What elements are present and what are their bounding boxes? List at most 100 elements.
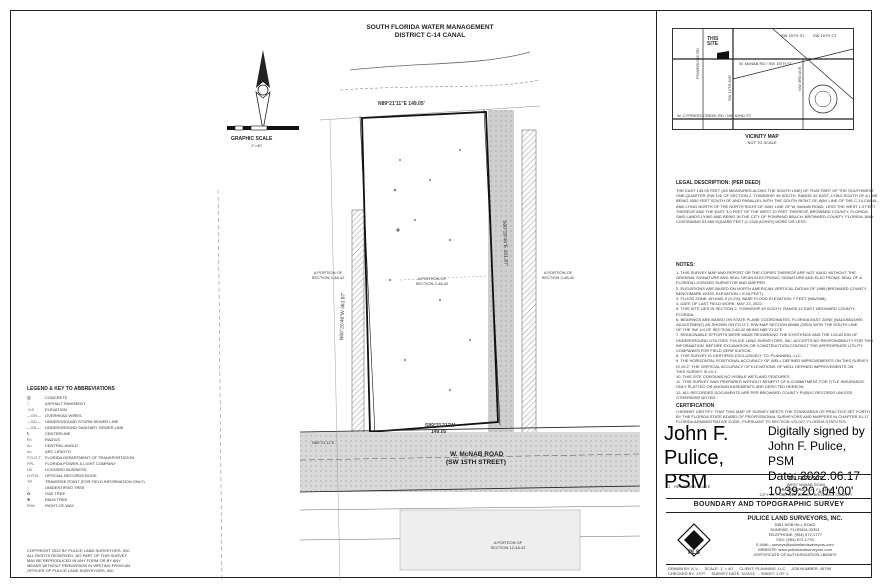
legend-item: ✱PALM TREE <box>27 496 197 502</box>
note-line: THIS SURVEY IS ±0.1'. <box>676 368 719 374</box>
legend-symbol: ℄ <box>27 430 30 436</box>
legend-symbol: ▨ <box>27 394 31 400</box>
survey-linework <box>217 51 641 581</box>
certification-line: I HEREBY CERTIFY: THAT THIS MAP OF SURVE… <box>676 409 870 414</box>
legend-symbol: —SD— <box>27 418 41 424</box>
legend-symbol: R/W <box>27 502 35 508</box>
checked-by: CHECKED BY: J.F.P. <box>668 571 706 576</box>
legal-line: CONTAINING 53,669 SQUARE FEET (1.2320 AC… <box>676 219 807 225</box>
legend-symbol: —SS— <box>27 424 41 430</box>
note-line: FLORIDA. <box>676 311 695 317</box>
legend-symbol: TP <box>27 478 33 484</box>
road-alt-name: (SW 15TH STREET) <box>446 459 506 466</box>
note-line: INFORMATION. BEFORE EXCAVATION OR CONSTR… <box>676 342 863 348</box>
legend-item: R=RADIUS <box>27 436 197 442</box>
firm-email: E-MAIL: surveys@pulicelandsurveyors.com <box>756 542 834 547</box>
legend-item: ✿ OAK TREE <box>27 490 197 496</box>
parcel-label-right: A PORTION OF SECTION 2-48-42 <box>541 270 575 280</box>
note-line: FLORIDA LICENSED SURVEYOR AND MAPPER. <box>676 280 767 286</box>
legend: LEGEND & KEY TO ABBREVIATIONS ▨CONCRETE░… <box>27 386 197 508</box>
project-line: CITY OF POMPANO BEACH, BROWARD COUNTY <box>759 492 853 497</box>
firm-address-1: 5381 NOB HILL ROAD <box>774 522 816 527</box>
note-line: 2. ELEVATIONS ARE BASED ON NORTH AMERICA… <box>676 285 867 291</box>
legend-label: UNIDENTIFIED TREE <box>45 484 85 490</box>
survey-date: SURVEY DATE: 5/23/22 <box>711 571 755 576</box>
copyright-line: ALL RIGHTS RESERVED. NO PART OF THIS SUR… <box>27 553 128 558</box>
note-line: 9. THE HORIZONTAL POSITIONAL ACCURACY OF… <box>676 358 869 364</box>
note-line: COMPANIES FOR FIELD VERIFICATION. <box>676 348 752 354</box>
note-line: BENCHMARK #2393, ELEVATION = 8.16 FEET). <box>676 290 764 296</box>
road-bearing-left: N89°21'11"E <box>312 440 335 445</box>
revision-date: DATE <box>700 484 711 489</box>
legend-label: CENTRAL ANGLE <box>45 442 78 448</box>
firm-certificate: CERTIFICATE OF AUTHORIZATION LB#3870 <box>753 552 837 557</box>
digital-signature-block: Digitally signed by John F. Pulice, PSM … <box>768 424 872 499</box>
project-line: POMPANO BEACH, FL 33069 <box>778 487 834 492</box>
legend-symbol: R= <box>27 436 33 442</box>
note-line: 12. ALL RECORDED DOCUMENTS ARE PER BROWA… <box>676 389 853 395</box>
vicinity-map: THIS SITE W. McNAB RD / SW 15TH ST SW 15… <box>672 28 854 130</box>
legend-label: ELEVATION <box>45 406 67 412</box>
note-line: 7. REASONABLE EFFORTS WERE MADE REGARDIN… <box>676 332 858 338</box>
legend-label: LICENSED BUSINESS <box>45 466 87 472</box>
copyright-line: COPYRIGHT 2022 BY PULICE LAND SURVEYORS,… <box>27 548 131 553</box>
legal-text: THE EAST 149.05 FEET (AS MEASURED ALONG … <box>676 188 879 225</box>
certification-title: CERTIFICATION <box>676 403 715 409</box>
digital-signed-by: Digitally signed by <box>768 424 865 438</box>
parcel-label-left: A PORTION OF SECTION 2-48-42 <box>311 270 345 280</box>
note-line: OF THE SW 1/4 OF SECTION 2-49-42 BEING N… <box>676 327 784 333</box>
vicinity-caption: VICINITY MAP NOT TO SCALE <box>672 134 852 145</box>
legend-label: FLORIDA DEPARTMENT OF TRANSPORTATION <box>45 454 135 460</box>
legend-symbol: ✿ <box>27 490 31 496</box>
firm-address-2: SUNRISE, FLORIDA 33351 <box>770 527 820 532</box>
vicinity-street: SW 15TH ST <box>781 33 805 38</box>
vicinity-sub: NOT TO SCALE <box>747 140 777 145</box>
legend-label: OAK TREE <box>45 490 66 496</box>
note-line: 6. BEARINGS ARE BASED ON STATE PLANE COO… <box>676 316 863 322</box>
legal-line: SAID LANDS LYING AND BEING IN THE CITY O… <box>676 214 874 220</box>
client: CLIENT: PLANNING, LLC <box>739 566 786 571</box>
firm-logo-text: PLS <box>688 550 700 556</box>
legend-label: UNDERGROUND SANITARY SEWER LINE <box>45 424 124 430</box>
legend-label: OFFICIAL RECORDS BOOK <box>45 472 97 478</box>
legal-title: LEGAL DESCRIPTION: (PER DEED) <box>676 180 761 186</box>
legend-symbol: F.D.O.T. <box>27 454 42 460</box>
legend-item: ℄CENTERLINE <box>27 430 197 436</box>
digital-time: 10:39:20 -04'00' <box>768 484 854 498</box>
legal-line: THEREOF AND THE EAST 3.0 FEET OF THE WES… <box>676 208 869 214</box>
note-line: 3. FLOOD ZONE: AH AND X (0.2%), BASE FLO… <box>676 296 827 302</box>
graphic-scale-bar <box>227 125 299 131</box>
legend-label: TRAVERSE POINT (FOR FIELD INFORMATION ON… <box>45 478 145 484</box>
legend-symbol: LB <box>27 466 32 472</box>
legend-label: ARC LENGTH <box>45 448 71 454</box>
firm-info: PULICE LAND SURVEYORS, INC. 5381 NOB HIL… <box>720 516 870 557</box>
road-name: W. McNAB ROAD <box>450 451 504 458</box>
notes: NOTES: 1. THIS SURVEY MAP AND REPORT OR … <box>676 262 874 400</box>
firm-fax: FAX: (954) 572-1778 <box>776 537 814 542</box>
note-line: 4. DATE OF LAST FIELD WORK: MAY 23, 2022… <box>676 301 763 307</box>
scale: SCALE: 1" = 40' <box>704 566 734 571</box>
survey-drawing: N89°21'11"E 149.05' N00°20'46"W 361.87' … <box>200 40 641 581</box>
legal-line: BEING 3050 FEET SOUTH OF AND PARALLEL WI… <box>676 198 879 204</box>
notes-title: NOTES: <box>676 262 695 268</box>
sheet-number: SHEET: 1 OF 1 <box>760 571 789 576</box>
vicinity-street: NW 3RD AVE <box>797 66 802 91</box>
canal-line1: SOUTH FLORIDA WATER MANAGEMENT <box>366 24 494 31</box>
note-line: UNDERGROUND UTILITIES. PULICE LAND SURVE… <box>676 337 874 343</box>
graphic-scale-label: GRAPHIC SCALE <box>231 136 273 142</box>
footer-info: DRAWN BY: K.V. SCALE: 1" = 40' CLIENT: P… <box>668 566 872 576</box>
legal-line: THE EAST 149.05 FEET (AS MEASURED ALONG … <box>676 188 874 193</box>
certification-line: FLORIDA ADMINISTRATIVE CODE, PURSUANT TO… <box>676 419 847 425</box>
note-line: 8. THIS SURVEY IS CERTIFIED EXCLUSIVELY … <box>676 353 802 359</box>
legend-label: OVERHEAD WIRES <box>45 412 82 418</box>
revision-row: 1 REVISIONS DATE <box>668 484 738 489</box>
note-line: 5. THIS SITE LIES IN SECTION 2, TOWNSHIP… <box>676 306 856 312</box>
legend-item: LB LICENSED BUSINESS <box>27 466 197 472</box>
firm-website: WEBSITE: www.pulicelandsurveyors.com <box>758 547 832 552</box>
south-parcel-label: A PORTION OF SECTION 12-48-42 <box>490 540 526 550</box>
project-info: WILFERZ SITE WEST McNAB ROAD POMPANO BEA… <box>740 476 872 497</box>
digital-signer: John F. Pulice, PSM <box>768 439 847 468</box>
vicinity-title: VICINITY MAP <box>745 134 779 140</box>
legend-symbol: A= <box>27 448 33 454</box>
